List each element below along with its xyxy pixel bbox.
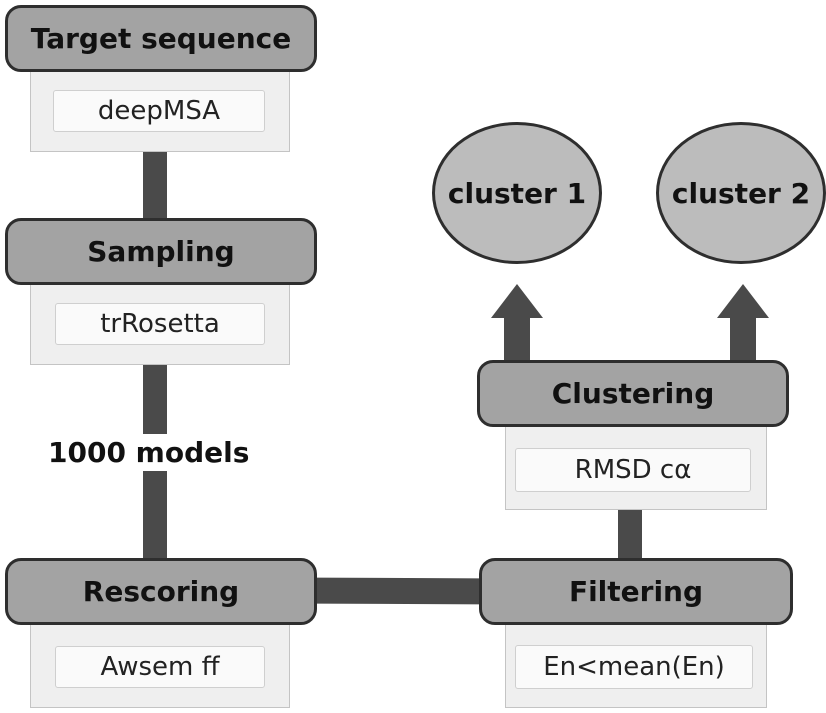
models-count-label: 1000 models: [44, 434, 254, 471]
target-sequence-header: Target sequence: [5, 5, 317, 72]
connector-target-to-sampling: [143, 148, 167, 220]
clustering-header: Clustering: [477, 360, 789, 427]
cluster-2-node: cluster 2: [656, 122, 826, 264]
arrow-head-cluster-2: [717, 284, 769, 318]
arrow-shaft-cluster-1: [504, 318, 530, 362]
connector-filtering-to-clustering: [618, 508, 642, 562]
filtering-header: Filtering: [479, 558, 793, 625]
cluster-1-node: cluster 1: [432, 122, 602, 264]
rescoring-tool-label: Awsem ff: [55, 646, 265, 688]
arrow-head-cluster-1: [491, 284, 543, 318]
target-tool-label: deepMSA: [53, 90, 265, 132]
filtering-tool-label: En<mean(En): [515, 645, 753, 689]
clustering-tool-label: RMSD cα: [515, 448, 751, 492]
connector-rescoring-to-filtering: [315, 577, 483, 605]
sampling-header: Sampling: [5, 218, 317, 285]
sampling-tool-label: trRosetta: [55, 303, 265, 345]
rescoring-header: Rescoring: [5, 558, 317, 625]
arrow-shaft-cluster-2: [730, 318, 756, 362]
